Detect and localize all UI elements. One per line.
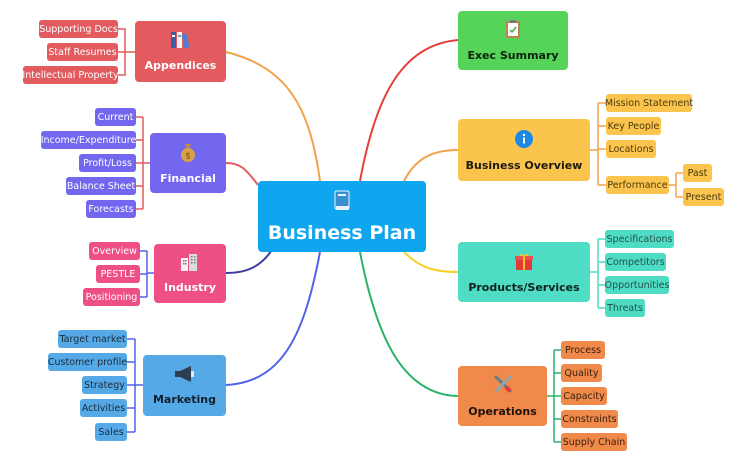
leaf-opportunities[interactable]: Opportunities	[605, 276, 669, 294]
megaphone-icon	[173, 365, 197, 387]
tools-icon	[492, 375, 514, 399]
money-bag-icon: $	[180, 142, 196, 166]
binders-icon	[169, 31, 193, 53]
central-topic-label: Business Plan	[267, 221, 417, 244]
branch-marketing-label: Marketing	[152, 393, 216, 406]
branch-industry-label: Industry	[163, 281, 217, 294]
leaf-past[interactable]: Past	[683, 164, 712, 182]
leaf-staff-resumes[interactable]: Staff Resumes	[47, 43, 118, 61]
leaf-current[interactable]: Current	[95, 108, 136, 126]
link-appendices	[225, 51, 321, 182]
link-financial	[225, 162, 259, 186]
leaf-positioning[interactable]: Positioning	[83, 288, 140, 306]
branch-appendices-label: Appendices	[144, 59, 217, 72]
leaf-activities[interactable]: Activities	[80, 399, 127, 417]
leaf-strategy[interactable]: Strategy	[82, 376, 127, 394]
leaf-constraints[interactable]: Constraints	[561, 410, 618, 428]
branch-exec-summary-label: Exec Summary	[467, 49, 559, 62]
link-exec	[359, 39, 459, 182]
branch-business-overview-label: Business Overview	[465, 158, 583, 172]
branch-financial-label: Financial	[160, 171, 216, 185]
link-operations	[359, 251, 459, 397]
branch-industry[interactable]: Industry	[154, 244, 226, 303]
leaf-overview[interactable]: Overview	[89, 242, 140, 260]
branch-products-services[interactable]: Products/Services	[458, 242, 590, 302]
leaf-quality[interactable]: Quality	[561, 364, 602, 382]
leaf-capacity[interactable]: Capacity	[561, 387, 607, 405]
leaf-sales[interactable]: Sales	[95, 423, 127, 441]
leaf-supporting-docs[interactable]: Supporting Docs	[39, 20, 118, 38]
leaf-profit-loss[interactable]: Profit/Loss	[79, 154, 136, 172]
branch-exec-summary[interactable]: Exec Summary	[458, 11, 568, 70]
leaf-present[interactable]: Present	[683, 188, 724, 206]
link-marketing	[225, 251, 321, 386]
leaf-specifications[interactable]: Specifications	[605, 230, 674, 248]
leaf-income-expenditure[interactable]: Income/Expenditure	[41, 131, 136, 149]
leaf-competitors[interactable]: Competitors	[605, 253, 666, 271]
branch-operations-label: Operations	[468, 404, 537, 418]
branch-operations[interactable]: Operations	[458, 366, 547, 426]
clipboard-icon	[505, 19, 521, 43]
leaf-intellectual-property[interactable]: Intellectual Property	[22, 66, 119, 84]
leaf-key-people[interactable]: Key People	[606, 117, 661, 135]
buildings-icon	[179, 253, 201, 275]
leaf-target-market[interactable]: Target market	[58, 330, 127, 348]
gift-icon	[514, 251, 534, 275]
svg-text:$: $	[185, 151, 191, 161]
leaf-customer-profile[interactable]: Customer profile	[48, 353, 127, 371]
link-overview	[403, 149, 459, 182]
book-icon	[333, 190, 351, 216]
leaf-performance[interactable]: Performance	[606, 176, 669, 194]
leaf-balance-sheet[interactable]: Balance Sheet	[66, 177, 136, 195]
leaf-forecasts[interactable]: Forecasts	[86, 200, 136, 218]
leaf-supply-chain[interactable]: Supply Chain	[561, 433, 627, 451]
link-products	[403, 251, 459, 273]
leaf-mission-statement[interactable]: Mission Statement	[605, 94, 693, 112]
branch-business-overview[interactable]: Business Overview	[458, 119, 590, 181]
info-icon	[514, 129, 534, 153]
leaf-threats[interactable]: Threats	[605, 299, 645, 317]
leaf-process[interactable]: Process	[561, 341, 605, 359]
branch-financial[interactable]: $ Financial	[150, 133, 226, 193]
leaf-locations[interactable]: Locations	[606, 140, 656, 158]
branch-appendices[interactable]: Appendices	[135, 21, 226, 82]
branch-products-services-label: Products/Services	[468, 280, 580, 294]
central-topic[interactable]: Business Plan	[258, 181, 426, 252]
leaf-pestle[interactable]: PESTLE	[96, 265, 140, 283]
branch-marketing[interactable]: Marketing	[143, 355, 226, 416]
